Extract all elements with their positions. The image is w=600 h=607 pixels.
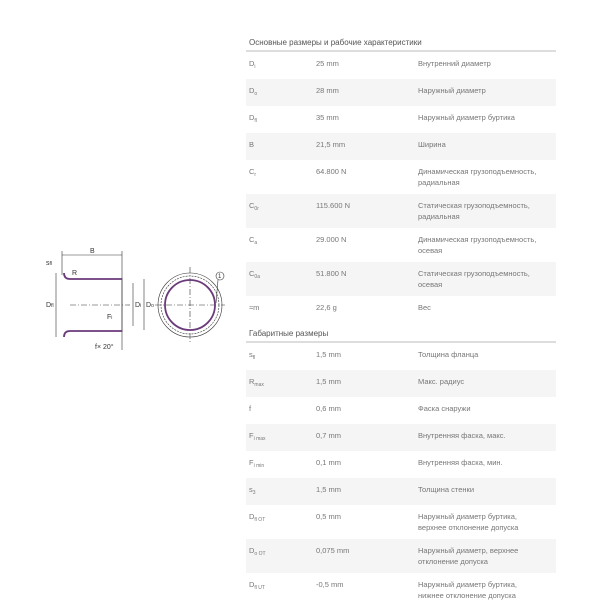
table-row: Di 25 mm Внутренний диаметр [246,52,556,79]
parameter-value: 51.800 N [316,269,347,278]
label-dfl: Dfl [46,302,54,309]
parameter-value: 29.000 N [316,235,347,244]
liner-bottom [63,330,122,338]
callout-1: 1 [218,274,222,280]
parameter-description: Динамическая грузоподъемность, радиальна… [418,167,537,187]
parameter-description: Наружный диаметр, верхнее отклонение доп… [418,546,519,566]
parameter-value: 21,5 mm [316,140,346,149]
parameter-value: 28 mm [316,86,339,95]
liner-ring [164,279,216,331]
parameter-value: 22,6 g [316,303,337,312]
table-row: Dfl OT 0,5 mm Наружный диаметр буртика, … [246,505,556,539]
parameter-value: 0,6 mm [316,404,342,413]
label-fi: Fi [107,314,112,321]
parameter-symbol: Do OT [249,546,266,557]
parameter-description: Внутренняя фаска, мин. [418,458,503,467]
parameter-value: 0,1 mm [316,458,342,467]
table-row: s3 1,5 mm Толщина стенки [246,478,556,505]
parameter-symbol: Fi max [249,431,266,442]
parameter-symbol: ≈m [249,303,260,312]
divider [246,341,556,343]
parameter-symbol: sfl [249,350,256,361]
table-row: ≈m 22,6 g Вес [246,296,556,323]
parameter-symbol: Fi min [249,458,265,469]
bushing-drawing: B sfl R Dfl Di Do Fi f× 20° 1 [46,248,225,351]
parameter-description: Внутренняя фаска, макс. [418,431,506,440]
parameter-value: 35 mm [316,113,339,122]
parameter-value: 64.800 N [316,167,347,176]
parameter-description: Толщина стенки [418,485,475,494]
table-row: Cr 64.800 N Динамическая грузоподъемност… [246,160,556,194]
table-row: C0a 51.800 N Статическая грузоподъемност… [246,262,556,296]
parameter-description: Толщина фланца [418,350,479,359]
parameter-description: Наружный диаметр [418,86,486,95]
parameter-symbol: f [249,404,252,413]
label-sfl: sfl [46,260,52,267]
table-row: Ca 29.000 N Динамическая грузоподъемност… [246,228,556,262]
parameter-description: Динамическая грузоподъемность, осевая [418,235,537,255]
parameter-description: Фаска снаружи [418,404,471,413]
parameter-symbol: Rmax [249,377,264,388]
dimensions-table-title: Габаритные размеры [249,329,329,338]
parameter-symbol: s3 [249,485,256,496]
table-row: Dfl UT -0,5 mm Наружный диаметр буртика,… [246,573,556,607]
parameter-value: 1,5 mm [316,350,342,359]
main-table: Основные размеры и рабочие характеристик… [246,38,556,323]
label-chamfer: f× 20° [95,343,114,351]
table-row: Do OT 0,075 mm Наружный диаметр, верхнее… [246,539,556,573]
parameter-value: 1,5 mm [316,485,342,494]
label-r: R [72,270,77,277]
parameter-value: 0,075 mm [316,546,350,555]
parameter-symbol: C0r [249,201,259,212]
parameter-value: -0,5 mm [316,580,344,589]
table-row: C0r 115.600 N Статическая грузоподъемнос… [246,194,556,228]
parameter-description: Статическая грузоподъемность, радиальная [418,201,530,221]
table-row: f 0,6 mm Фаска снаружи [246,397,556,424]
parameter-description: Наружный диаметр буртика, нижнее отклоне… [418,580,517,600]
parameter-value: 115.600 N [316,201,351,210]
parameter-value: 0,7 mm [316,431,342,440]
label-do: Do [146,302,154,309]
parameter-description: Макс. радиус [418,377,465,386]
parameter-description: Статическая грузоподъемность, осевая [418,269,530,289]
table-row: B 21,5 mm Ширина [246,133,556,160]
parameter-symbol: Dfl OT [249,512,266,523]
liner-top [63,272,122,280]
label-b: B [90,248,95,255]
dimensions-table: Габаритные размеры sfl 1,5 mm Толщина фл… [246,329,556,607]
divider [246,50,556,52]
parameter-symbol: Cr [249,167,257,178]
parameter-description: Ширина [418,140,446,149]
parameter-symbol: Dfl UT [249,580,265,591]
parameter-symbol: B [249,140,255,149]
parameter-description: Вес [418,303,431,312]
parameter-value: 0,5 mm [316,512,342,521]
parameter-value: 1,5 mm [316,377,342,386]
table-row: Fi max 0,7 mm Внутренняя фаска, макс. [246,424,556,451]
parameter-symbol: C0a [249,269,260,280]
label-di: Di [135,302,141,309]
table-row: Rmax 1,5 mm Макс. радиус [246,370,556,397]
parameter-symbol: Dfl [249,113,257,124]
table-row: Fi min 0,1 mm Внутренняя фаска, мин. [246,451,556,478]
parameter-description: Наружный диаметр буртика [418,113,515,122]
main-table-title: Основные размеры и рабочие характеристик… [249,38,422,47]
parameter-description: Внутренний диаметр [418,59,491,68]
parameter-symbol: Di [249,59,256,70]
table-row: Dfl 35 mm Наружный диаметр буртика [246,106,556,133]
parameter-symbol: Do [249,86,258,97]
parameter-symbol: Ca [249,235,258,246]
table-row: Do 28 mm Наружный диаметр [246,79,556,106]
parameter-description: Наружный диаметр буртика, верхнее отклон… [418,512,519,532]
parameter-value: 25 mm [316,59,339,68]
table-row: sfl 1,5 mm Толщина фланца [246,343,556,370]
